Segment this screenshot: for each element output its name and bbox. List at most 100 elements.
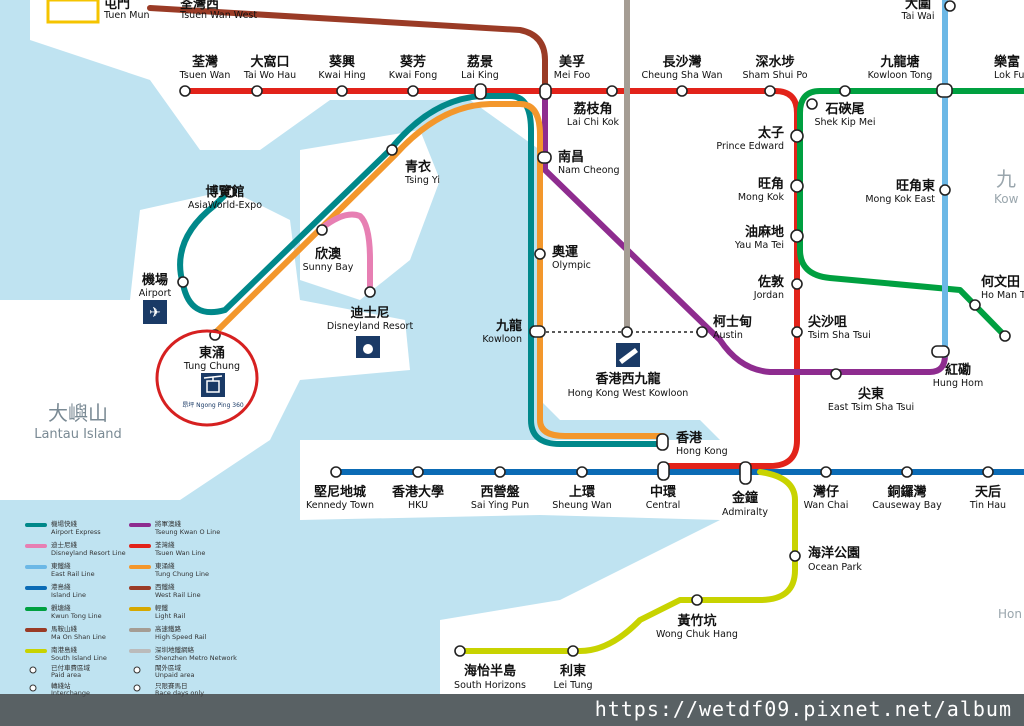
legend-label-en: Island Line xyxy=(51,591,86,599)
station-marker[interactable] xyxy=(621,326,633,338)
legend-label-zh: 南港島綫 xyxy=(51,645,78,654)
station-marker[interactable] xyxy=(494,466,506,478)
station-marker[interactable] xyxy=(676,85,688,97)
legend-label-en: South Island Line xyxy=(51,654,107,662)
station-marker[interactable] xyxy=(791,278,803,290)
station-marker[interactable] xyxy=(407,85,419,97)
label-zh: 葵芳 xyxy=(400,54,426,70)
legend-label-en: Disneyland Resort Line xyxy=(51,549,126,557)
station-marker[interactable] xyxy=(696,326,708,338)
station-marker[interactable] xyxy=(364,286,376,298)
interchange-marker[interactable] xyxy=(936,83,953,98)
station-marker[interactable] xyxy=(901,466,913,478)
station-marker[interactable] xyxy=(691,594,703,606)
legend-label-en: Tseung Kwan O Line xyxy=(154,528,220,536)
legend-symbol xyxy=(29,666,37,674)
interchange-marker[interactable] xyxy=(656,433,669,451)
label-en: East Tsim Sha Tsui xyxy=(828,402,914,413)
line-kwun-tong xyxy=(797,88,1024,339)
label-zh: 紅磡 xyxy=(945,362,971,378)
label-zh: 油麻地 xyxy=(745,224,784,240)
label-zh: 海洋公園 xyxy=(808,545,860,561)
label-en: Tsuen Wan xyxy=(179,70,231,81)
station-marker[interactable] xyxy=(982,466,994,478)
station-marker[interactable] xyxy=(944,0,956,12)
line-disneyland xyxy=(319,211,373,295)
label-zh: 旺角 xyxy=(758,176,784,192)
label-en: Admiralty xyxy=(722,507,768,518)
station-marker[interactable] xyxy=(224,186,236,198)
legend-symbol xyxy=(29,684,37,692)
label-en: Airport xyxy=(139,288,172,299)
station-marker[interactable] xyxy=(534,248,546,260)
interchange-marker[interactable] xyxy=(537,151,552,164)
label-zh: 天后 xyxy=(975,484,1001,500)
interchange-marker[interactable] xyxy=(931,345,950,358)
land-hk-island xyxy=(300,440,1024,694)
label-en: Tsing Yi xyxy=(404,175,440,186)
station-marker[interactable] xyxy=(251,85,263,97)
station-marker[interactable] xyxy=(336,85,348,97)
station-marker[interactable] xyxy=(806,98,818,110)
station-marker[interactable] xyxy=(567,645,579,657)
station-marker[interactable] xyxy=(789,550,801,562)
legend-label-zh: 西鐵綫 xyxy=(155,582,175,591)
label-en: Lai King xyxy=(461,70,499,81)
label-zh: 尖東 xyxy=(858,386,884,402)
station-marker[interactable] xyxy=(790,229,804,243)
label-en: Austin xyxy=(713,330,743,341)
interchange-marker[interactable] xyxy=(739,461,752,485)
legend-label-en: West Rail Line xyxy=(155,591,201,599)
label-zh: 大窩口 xyxy=(250,54,289,70)
station-marker[interactable] xyxy=(839,85,851,97)
legend-swatch xyxy=(25,544,47,548)
station-marker[interactable] xyxy=(764,85,776,97)
label-en: Olympic xyxy=(552,260,591,271)
label-en: Kowloon Tong xyxy=(868,70,933,81)
label-en: Wan Chai xyxy=(804,500,849,511)
station-marker[interactable] xyxy=(576,466,588,478)
station-marker[interactable] xyxy=(412,466,424,478)
station-marker[interactable] xyxy=(790,129,804,143)
station-marker[interactable] xyxy=(179,85,191,97)
legend-symbol-label-en: Unpaid area xyxy=(155,671,194,679)
station-marker[interactable] xyxy=(606,85,618,97)
label-zh: 銅鑼灣 xyxy=(887,484,926,500)
label-zh: 樂富 xyxy=(994,54,1020,70)
legend-swatch xyxy=(129,544,151,548)
interchange-marker[interactable] xyxy=(657,461,670,481)
legend-swatch xyxy=(129,628,151,632)
station-markers xyxy=(177,0,1011,657)
station-marker[interactable] xyxy=(969,299,981,311)
station-marker[interactable] xyxy=(791,326,803,338)
station-marker[interactable] xyxy=(939,184,951,196)
station-marker[interactable] xyxy=(316,224,328,236)
station-marker[interactable] xyxy=(790,179,804,193)
legend-label-en: Shenzhen Metro Network xyxy=(155,654,237,662)
label-en: Kwai Hing xyxy=(318,70,365,81)
label-en: Sai Ying Pun xyxy=(471,500,529,511)
station-marker[interactable] xyxy=(330,466,342,478)
legend-label-en: Kwun Tong Line xyxy=(51,612,102,620)
interchange-marker[interactable] xyxy=(529,325,546,338)
interchange-marker[interactable] xyxy=(539,83,552,100)
legend-swatch xyxy=(25,565,47,569)
label-en: Hong Kong xyxy=(676,446,728,457)
station-marker[interactable] xyxy=(830,368,842,380)
label-zh: 迪士尼 xyxy=(350,305,389,321)
label-zh: 香港西九龍 xyxy=(594,371,660,387)
legend-label-en: High Speed Rail xyxy=(155,633,207,641)
interchange-marker[interactable] xyxy=(474,83,487,100)
station-marker[interactable] xyxy=(999,330,1011,342)
label-zh: 西營盤 xyxy=(480,484,520,500)
label-zh: 柯士甸 xyxy=(713,314,752,330)
station-marker[interactable] xyxy=(386,144,398,156)
label-zh: 何文田 xyxy=(981,274,1020,290)
station-marker[interactable] xyxy=(177,276,189,288)
station-marker[interactable] xyxy=(820,466,832,478)
legend-label-en: Ma On Shan Line xyxy=(51,633,106,641)
station-marker[interactable] xyxy=(454,645,466,657)
label-zh: 青衣 xyxy=(405,159,431,175)
